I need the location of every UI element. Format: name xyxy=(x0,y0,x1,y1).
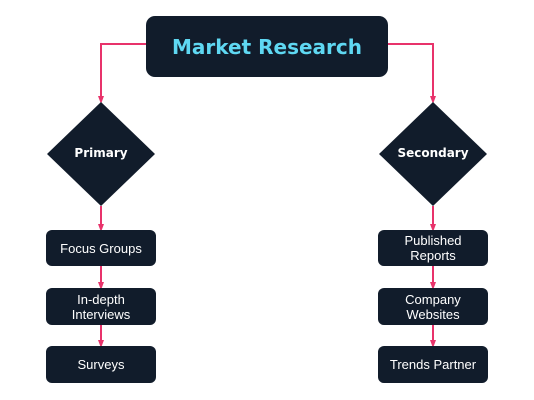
trends-partner-node: Trends Partner xyxy=(378,346,488,383)
primary-diamond xyxy=(47,102,155,206)
primary-label: Primary xyxy=(74,146,128,160)
connector-root-secondary xyxy=(388,43,436,104)
surveys-node: Surveys xyxy=(46,346,156,383)
company-websites-node: Company Websites xyxy=(378,288,488,325)
secondary-diamond xyxy=(379,102,487,206)
connector-root-primary xyxy=(98,43,146,104)
focus-groups-node: Focus Groups xyxy=(46,230,156,266)
root-node-title: Market Research xyxy=(146,16,388,77)
published-reports-node: Published Reports xyxy=(378,230,488,266)
in-depth-interviews-node: In-depth Interviews xyxy=(46,288,156,325)
secondary-label: Secondary xyxy=(397,146,469,160)
